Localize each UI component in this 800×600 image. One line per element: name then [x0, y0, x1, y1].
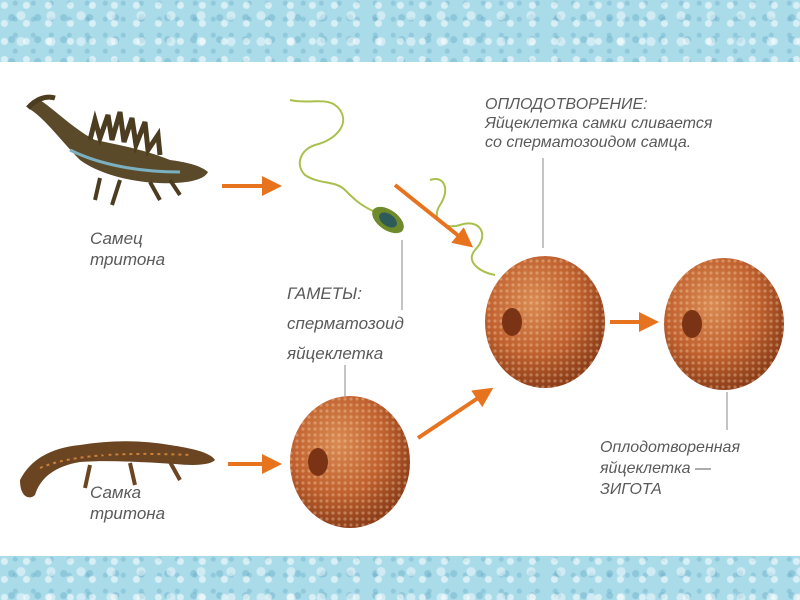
top-decorative-band [0, 0, 800, 62]
arrow-egg-to-fertilization [416, 387, 494, 440]
gametes-label: ГАМЕТЫ: сперматозоид яйцеклетка [287, 279, 404, 369]
female-newt-illustration [20, 441, 215, 498]
zygote-illustration [664, 258, 784, 390]
male-newt-label: Самец тритона [90, 229, 166, 269]
egg-label: яйцеклетка [287, 344, 384, 363]
fertilizing-egg-illustration [485, 256, 605, 388]
bottom-decorative-band [0, 556, 800, 600]
male-newt-illustration [26, 94, 208, 206]
zygote-label: Оплодотворенная яйцеклетка — ЗИГОТА [600, 439, 740, 498]
arrow-sperm-to-egg [393, 183, 474, 248]
female-newt-label: Самка тритона [90, 483, 166, 523]
sperm-cell-illustration [289, 99, 404, 234]
egg-cell-illustration [290, 396, 410, 528]
sperm-label: сперматозоид [287, 314, 404, 333]
gametes-title: ГАМЕТЫ: [287, 284, 362, 303]
fertilization-label: ОПЛОДОТВОРЕНИЕ: Яйцеклетка самки сливает… [485, 96, 713, 151]
